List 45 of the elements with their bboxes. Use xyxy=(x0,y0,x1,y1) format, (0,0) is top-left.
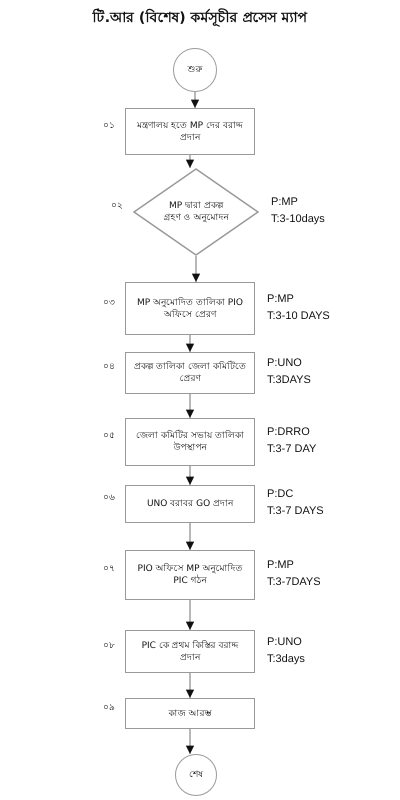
process-box: প্রকল্প তালিকা জেলা কমিটিতে প্রেরণ xyxy=(125,352,255,394)
duration-label: T:3-7 DAYS xyxy=(267,505,324,518)
arrow xyxy=(186,673,194,698)
arrow xyxy=(186,466,194,485)
step-number: ০৩ xyxy=(103,296,115,310)
process-box: UNO বরাবর GO প্রদান xyxy=(125,485,255,523)
process-box: জেলা কমিটির সভায় তালিকা উপস্থাপন xyxy=(125,418,255,466)
decision-diamond: MP দ্বারা প্রকল্প গ্রহণ ও অনুমোদন xyxy=(133,168,259,256)
terminal-circle: শুরু xyxy=(173,48,217,92)
process-box: MP অনুমোদিত তালিকা PIO অফিসে প্রেরণ xyxy=(125,282,255,335)
step-number: ০৪ xyxy=(103,361,115,374)
responsible-person-label: P:UNO xyxy=(267,636,302,648)
step-number: ০৭ xyxy=(103,563,115,576)
diagram-title: টি.আর (বিশেষ) কর্মসূচীর প্রসেস ম্যাপ xyxy=(91,7,308,29)
step-number: ০২ xyxy=(111,200,123,213)
process-box: PIC কে প্রথম কিস্তির বরাদ্দ প্রদান xyxy=(125,630,255,673)
duration-label: T:3-7DAYS xyxy=(267,576,321,589)
step-number: ০৬ xyxy=(103,492,115,505)
duration-label: T:3-10days xyxy=(271,213,325,226)
responsible-person-label: P:MP xyxy=(267,559,294,572)
arrow xyxy=(186,335,194,352)
arrow xyxy=(186,523,194,550)
arrow xyxy=(186,394,194,418)
arrow xyxy=(192,256,200,282)
arrow xyxy=(186,155,194,168)
duration-label: T:3-7 DAY xyxy=(267,443,316,456)
duration-label: T:3-10 DAYS xyxy=(267,310,330,322)
step-number: ০৯ xyxy=(103,702,115,714)
step-number: ০৮ xyxy=(103,640,115,652)
process-box: মন্ত্রণালয় হতে MP দের বরাদ্দ প্রদান xyxy=(125,108,255,155)
responsible-person-label: P:UNO xyxy=(267,357,302,370)
process-box: PIO অফিসে MP অনুমোদিত PIC গঠন xyxy=(125,550,255,600)
responsible-person-label: P:DRRO xyxy=(267,426,310,439)
duration-label: T:3DAYS xyxy=(267,374,311,387)
responsible-person-label: P:MP xyxy=(267,292,294,306)
step-number: ০১ xyxy=(103,120,115,132)
arrow xyxy=(186,729,194,754)
process-box: কাজ আরম্ভ xyxy=(125,698,255,729)
step-number: ০৫ xyxy=(103,430,115,443)
arrow xyxy=(190,92,200,108)
arrow xyxy=(186,600,194,630)
duration-label: T:3days xyxy=(267,652,305,666)
terminal-circle: শেষ xyxy=(175,754,217,796)
responsible-person-label: P:MP xyxy=(271,196,298,209)
responsible-person-label: P:DC xyxy=(267,488,294,501)
